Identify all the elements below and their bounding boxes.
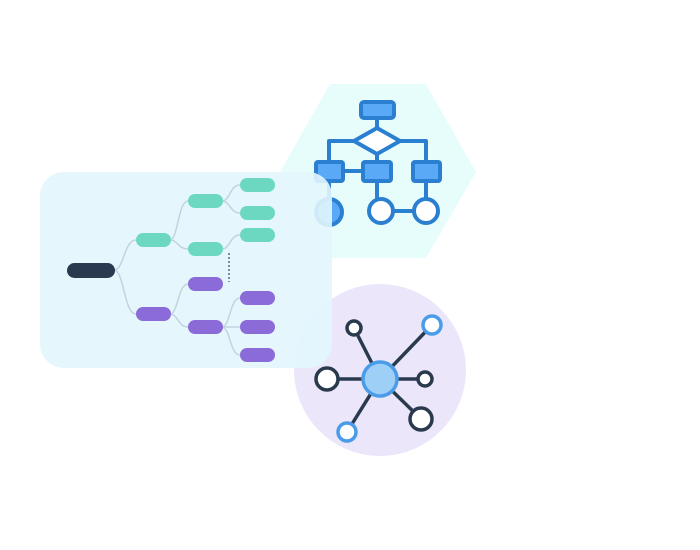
network-hub-node	[361, 360, 399, 398]
network-node-right	[416, 370, 434, 388]
flowchart-process-box-center	[361, 160, 393, 183]
mindmap-teal-leaf-2	[240, 206, 275, 220]
mindmap-root-node	[67, 263, 115, 278]
mindmap-purple-leaf-1	[240, 291, 275, 305]
network-graph-icon	[294, 284, 466, 456]
flowchart-decision-diamond	[352, 126, 402, 156]
mindmap-purple-leaf-2	[240, 320, 275, 334]
mindmap-purple-leaf-3	[240, 348, 275, 362]
mindmap-purple-child-2	[188, 320, 223, 334]
mindmap-branch-teal	[136, 233, 171, 247]
mindmap-connectors	[113, 184, 241, 356]
mindmap-purple-child-1	[188, 277, 223, 291]
mindmap-panel-background	[40, 172, 332, 368]
mindmap-teal-leaf-3	[240, 228, 275, 242]
network-node-left	[314, 366, 340, 392]
flowchart-process-box-right	[411, 160, 442, 183]
flowchart-start-box	[359, 100, 396, 120]
mind-map-icon	[40, 172, 332, 368]
network-node-top	[345, 319, 363, 337]
mindmap-teal-leaf-1	[240, 178, 275, 192]
mindmap-branch-purple	[136, 307, 171, 321]
flowchart-process-box-left	[314, 160, 345, 183]
flowchart-terminal-hollow-left	[367, 197, 395, 225]
network-node-bottom-right	[408, 406, 434, 432]
flowchart-terminal-hollow-right	[412, 197, 440, 225]
mindmap-teal-child-2	[188, 242, 223, 256]
network-node-top-right	[421, 314, 443, 336]
network-node-bottom-left	[336, 421, 358, 443]
mindmap-teal-child-1	[188, 194, 223, 208]
